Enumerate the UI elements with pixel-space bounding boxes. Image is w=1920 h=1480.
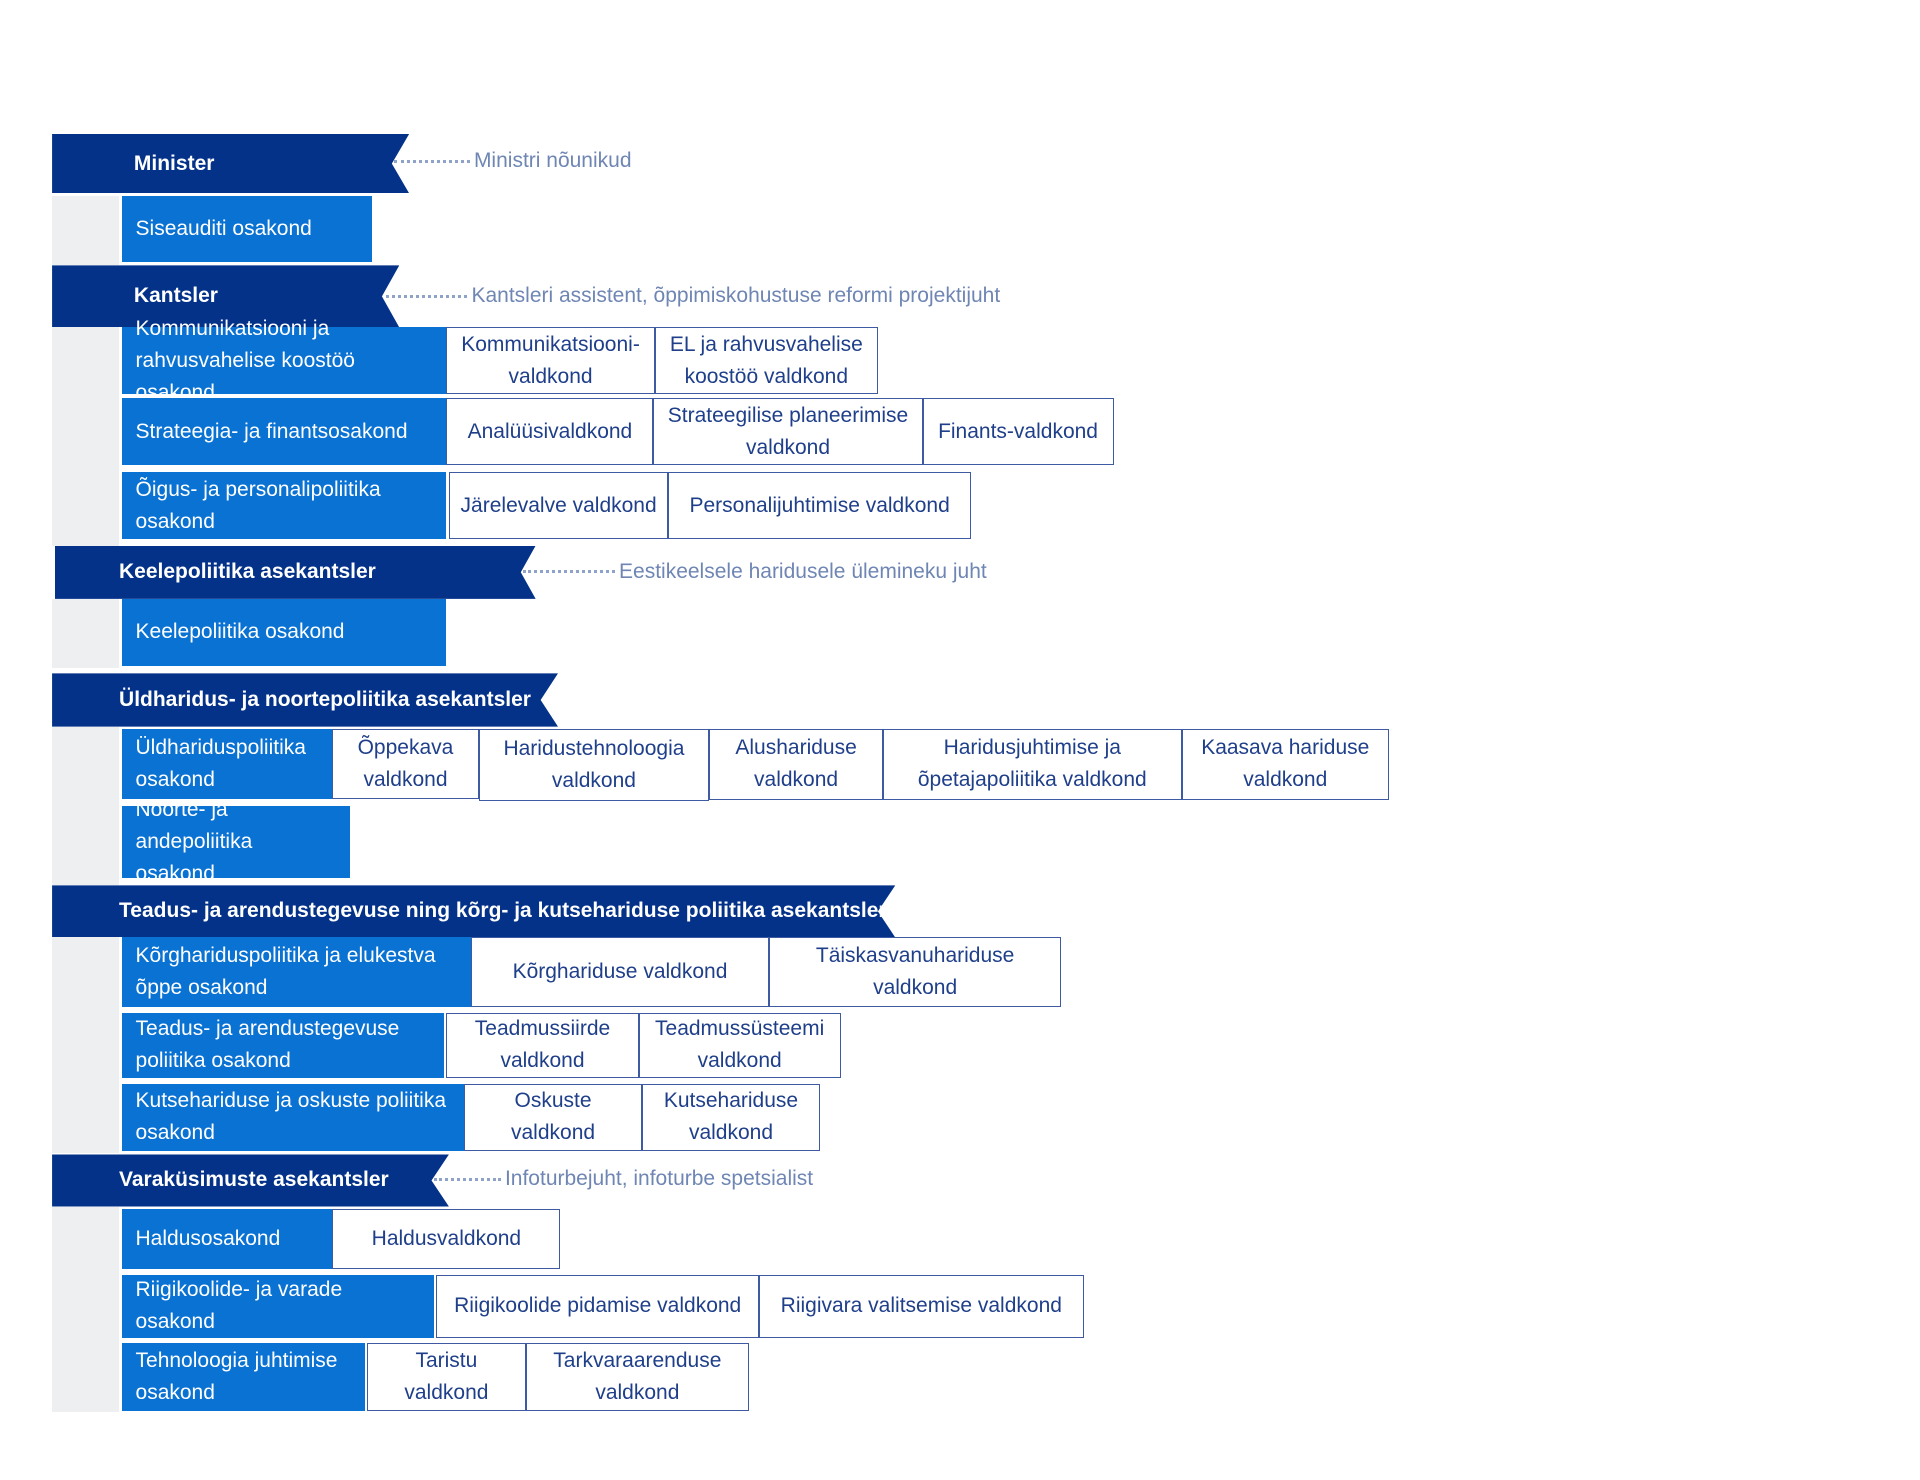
unit-analuusivaldkond: Analüüsivaldkond — [446, 398, 654, 465]
section-title: Keelepoliitika asekantsler — [119, 560, 376, 584]
unit-haldusvaldkond: Haldusvaldkond — [332, 1209, 561, 1269]
note-text: Ministri nõunikud — [473, 149, 632, 173]
unit-oppekava-valdkond: Õppekava valdkond — [332, 729, 479, 799]
unit-riigivara-valitsemise-valdkond: Riigivara valitsemise valdkond — [758, 1274, 1084, 1338]
unit-kommunikatsiooni-valdkond: Kommunikatsiooni-valdkond — [446, 327, 655, 395]
department-siseauditi-osakond: Siseauditi osakond — [121, 195, 372, 262]
unit-korghariduse-valdkond: Kõrghariduse valdkond — [471, 937, 769, 1007]
unit-taiskasvanuhariduse-valdkond: Täiskasvanuhariduse valdkond — [768, 937, 1062, 1007]
section-title: Kantsler — [133, 284, 218, 308]
section-note: Ministri nõunikud — [394, 144, 632, 179]
department-tehnoloogia-juhtimise-osakond: Tehnoloogia juhtimise osakond — [121, 1342, 365, 1412]
structure-spine — [52, 598, 120, 669]
dotted-connector — [385, 294, 468, 298]
unit-strateegilise-planeerimise-valdkond: Strateegilise planeerimise valdkond — [653, 398, 923, 465]
unit-riigikoolide-pidamise-valdkond: Riigikoolide pidamise valdkond — [436, 1274, 759, 1338]
department-oigus-ja-personalipoliitika-osakond: Õigus- ja personalipoliitika osakond — [121, 472, 447, 540]
section-note: Infoturbejuht, infoturbe spetsialist — [434, 1162, 813, 1197]
section-banner-uldharidus-ja-noortepoliitika-asekantsle: Üldharidus- ja noortepoliitika asekantsl… — [52, 673, 558, 727]
section-banner-teadus-ja-arendustegevuse-ning-korg-ja-k: Teadus- ja arendustegevuse ning kõrg- ja… — [52, 885, 896, 938]
structure-spine — [52, 937, 120, 1154]
unit-haridustehnoloogia-valdkond: Haridustehnoloogia valdkond — [478, 729, 710, 802]
structure-spine — [52, 327, 120, 546]
department-riigikoolide-ja-varade-osakond: Riigikoolide- ja varade osakond — [121, 1274, 434, 1338]
unit-oskuste-valdkond: Oskuste valdkond — [463, 1083, 643, 1151]
department-haldusosakond: Haldusosakond — [121, 1209, 333, 1269]
section-note: Eestikeelsele haridusele ülemineku juht — [523, 554, 987, 589]
section-title: Üldharidus- ja noortepoliitika asekantsl… — [119, 687, 531, 711]
department-teadus-ja-arendustegevuse-poliitika-osak: Teadus- ja arendustegevuse poliitika osa… — [121, 1013, 444, 1078]
note-text: Infoturbejuht, infoturbe spetsialist — [504, 1167, 814, 1191]
unit-alushariduse-valdkond: Alushariduse valdkond — [709, 729, 883, 800]
unit-el-ja-rahvusvahelise-koostoo-valdkond: EL ja rahvusvahelise koostöö valdkond — [654, 327, 878, 395]
unit-tarkvaraarenduse-valdkond: Tarkvaraarenduse valdkond — [525, 1342, 749, 1412]
unit-kutsehariduse-valdkond: Kutsehariduse valdkond — [642, 1083, 820, 1151]
structure-spine — [52, 1206, 120, 1413]
section-banner-kantsler: Kantsler — [52, 265, 400, 328]
section-banner-minister: Minister — [52, 133, 410, 193]
structure-spine — [52, 726, 120, 886]
department-noorte-ja-andepoliitika-osakond: Noorte- ja andepoliitika osakond — [121, 798, 350, 885]
department-strateegia-ja-finantsosakond: Strateegia- ja finantsosakond — [121, 398, 447, 465]
department-uldharidus-poliitika-osakond: Üldharidus­poliitika osakond — [121, 729, 333, 799]
unit-jarelevalve-valdkond: Järelevalve valdkond — [448, 472, 669, 540]
unit-kaasava-hariduse-valdkond: Kaasava hariduse valdkond — [1181, 729, 1389, 800]
section-banner-varakusimuste-asekantsler: Varaküsimuste asekantsler — [52, 1154, 449, 1207]
dotted-connector — [434, 1177, 501, 1181]
unit-personalijuhtimise-valdkond: Personalijuhtimise valdkond — [668, 472, 971, 540]
unit-taristu-valdkond: Taristu valdkond — [367, 1342, 526, 1412]
unit-haridusjuhtimise-ja-opetajapoliitika-val: Haridusjuhtimise ja õpetajapoliitika val… — [882, 729, 1182, 800]
section-note: Kantsleri assistent, õppimiskohustuse re… — [385, 279, 1001, 314]
section-title: Varaküsimuste asekantsler — [119, 1168, 389, 1192]
department-kommunikatsiooni-ja-rahvusvahelise-koost: Kommunikatsiooni ja rahvusvahelise koost… — [121, 317, 447, 404]
structure-spine — [52, 195, 120, 266]
unit-teadmussiirde-valdkond: Teadmussiirde valdkond — [446, 1013, 639, 1078]
dotted-connector — [523, 570, 616, 574]
section-banner-keelepoliitika-asekantsler: Keelepoliitika asekantsler — [54, 545, 536, 599]
note-text: Eestikeelsele haridusele ülemineku juht — [619, 559, 987, 583]
department-korghariduspoliitika-ja-elukestva-oppe-o: Kõrghariduspoliitika ja elukestva õppe o… — [121, 937, 472, 1007]
section-title: Teadus- ja arendustegevuse ning kõrg- ja… — [119, 899, 887, 923]
dotted-connector — [394, 159, 470, 163]
unit-teadmussusteemi-valdkond: Teadmussüsteemi valdkond — [638, 1013, 841, 1078]
note-text: Kantsleri assistent, õppimiskohustuse re… — [471, 284, 1001, 308]
section-title: Minister — [133, 151, 215, 175]
department-kutsehariduse-ja-oskuste-poliitika-osako: Kutsehariduse ja oskuste poliitika osako… — [121, 1083, 464, 1151]
unit-finants-valdkond: Finants-valdkond — [922, 398, 1114, 465]
department-keelepoliitika-osakond: Keelepoliitika osakond — [121, 598, 447, 666]
